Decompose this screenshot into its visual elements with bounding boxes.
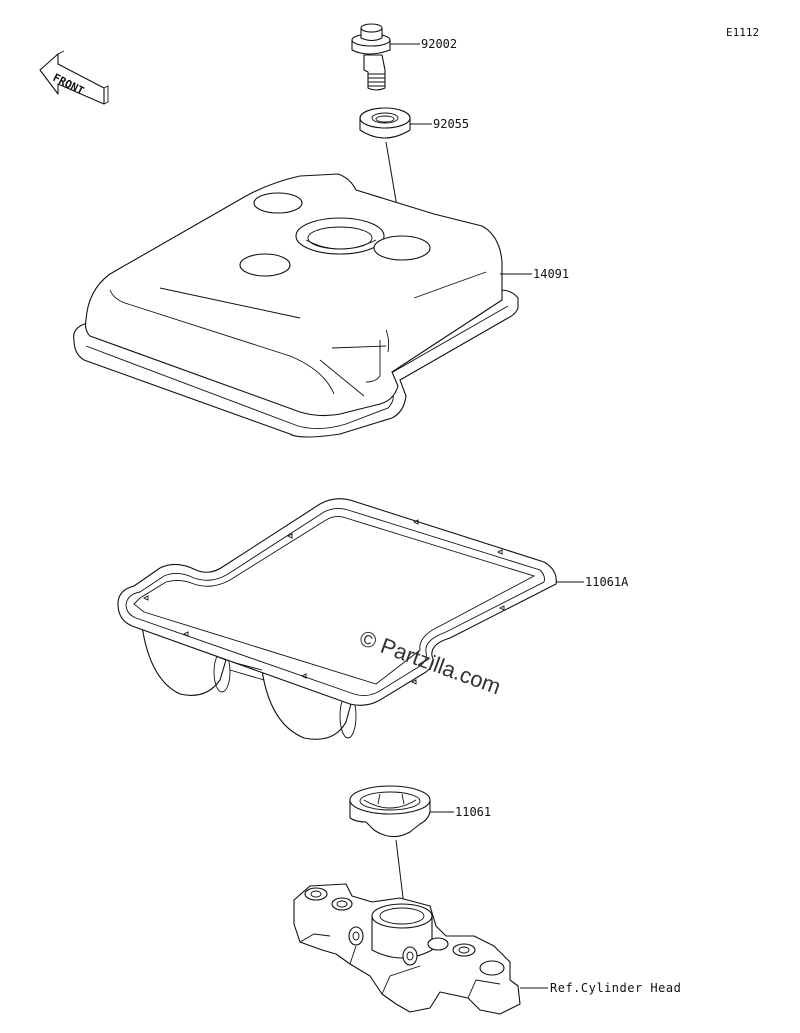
callout-92055: 92055 (433, 117, 469, 131)
diagram-code: E1112 (726, 26, 759, 39)
callout-11061: 11061 (455, 805, 491, 819)
plug-tube-seal-11061[interactable] (349, 785, 431, 838)
callout-92002: 92002 (421, 37, 457, 51)
assembly-guide-line-2 (395, 839, 405, 907)
callout-cylinder-head: Ref.Cylinder Head (550, 981, 681, 995)
callout-11061A: 11061A (585, 575, 629, 589)
cover-gasket-11061A[interactable] (117, 498, 557, 740)
callout-14091: 14091 (533, 267, 569, 281)
front-direction-arrow: FRONT (39, 50, 109, 105)
cylinder-head-cover-14091[interactable] (73, 173, 519, 438)
grommet-92055[interactable] (359, 107, 411, 139)
bolt-92002[interactable] (351, 23, 391, 91)
cylinder-head-reference[interactable] (293, 883, 521, 1015)
